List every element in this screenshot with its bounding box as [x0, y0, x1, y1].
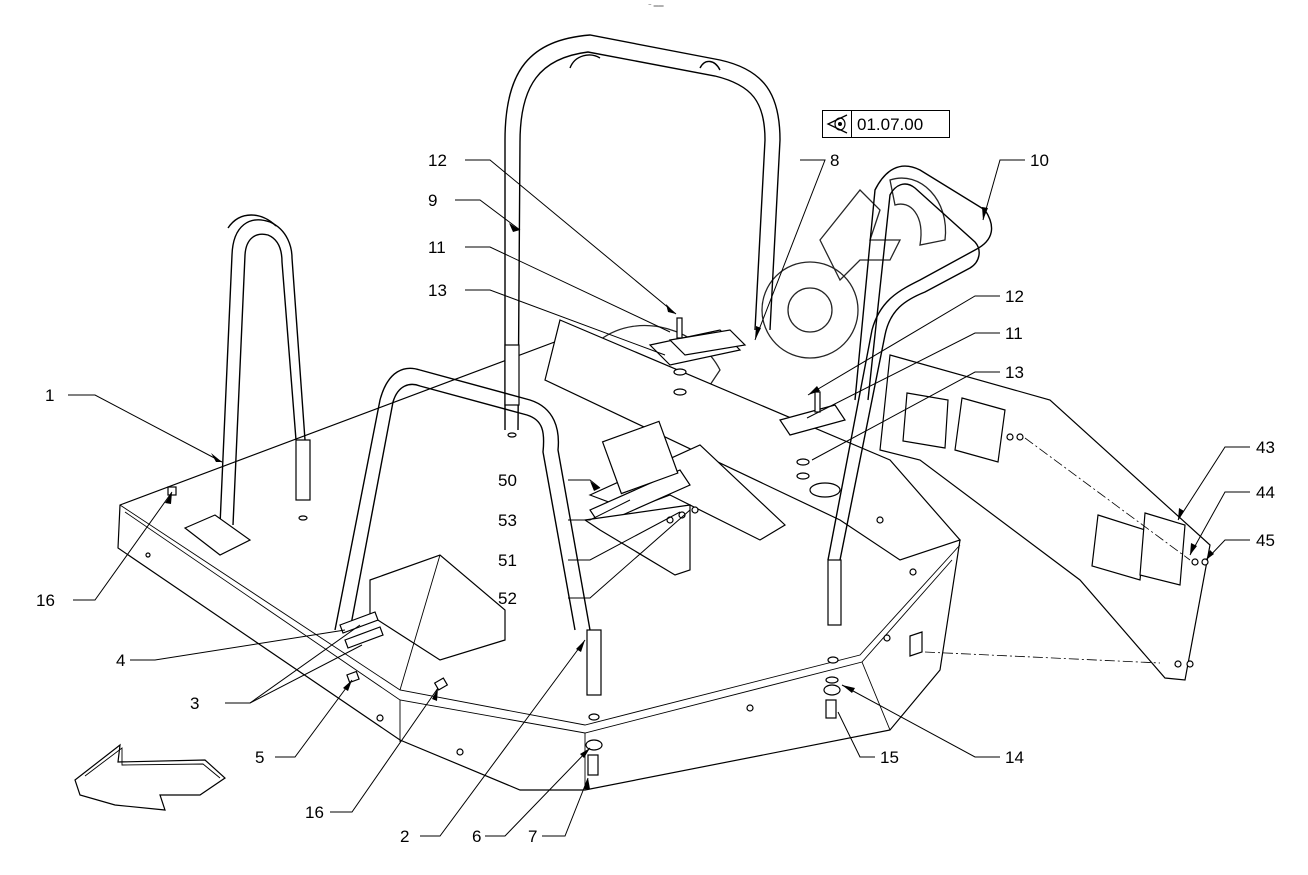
callout-12-lower: 12 [1005, 287, 1024, 306]
callout-53: 53 [498, 511, 517, 530]
view-eye-icon [823, 111, 852, 137]
right-hoop-part-10 [825, 165, 993, 684]
callout-9: 9 [428, 191, 437, 210]
callout-11-lower: 11 [1005, 324, 1023, 343]
left-handle-part-1 [183, 214, 311, 556]
callout-50: 50 [498, 471, 517, 490]
callout-5: 5 [255, 748, 264, 767]
callout-labels: 1 2 3 4 5 6 7 8 9 10 11 11 12 12 13 13 1… [36, 151, 1275, 846]
callout-16-bottom: 16 [305, 803, 324, 822]
page-mark: ⁼ ══ [648, 3, 664, 10]
fasteners [167, 486, 841, 776]
callout-44: 44 [1256, 483, 1275, 502]
view-reference-box[interactable]: 01.07.00 [822, 110, 950, 138]
direction-arrow-icon [74, 743, 226, 811]
base-frame [117, 319, 962, 791]
callout-3: 3 [190, 694, 199, 713]
callout-8: 8 [830, 151, 839, 170]
callout-14: 14 [1005, 748, 1024, 767]
leader-lines [68, 159, 1250, 837]
callout-7: 7 [528, 827, 537, 846]
callout-10: 10 [1030, 151, 1049, 170]
center-bracket-parts-50-53 [583, 420, 786, 576]
view-reference-number: 01.07.00 [857, 115, 924, 134]
callout-13-upper: 13 [428, 281, 447, 300]
callout-2: 2 [400, 827, 409, 846]
clamp-brackets [668, 317, 846, 480]
callout-4: 4 [116, 651, 125, 670]
callout-51: 51 [498, 551, 517, 570]
callout-16-left: 16 [36, 591, 55, 610]
callout-11-upper: 11 [428, 238, 446, 257]
callout-15: 15 [880, 748, 899, 767]
callout-52: 52 [498, 589, 517, 608]
middle-hoop-part-2 [334, 367, 602, 721]
callout-45: 45 [1256, 531, 1275, 550]
callout-6: 6 [472, 827, 481, 846]
callout-13-lower: 13 [1005, 363, 1024, 382]
right-side-panel [879, 354, 1211, 681]
callout-12-upper: 12 [428, 151, 447, 170]
callout-1: 1 [45, 386, 54, 405]
callout-43: 43 [1256, 438, 1275, 457]
